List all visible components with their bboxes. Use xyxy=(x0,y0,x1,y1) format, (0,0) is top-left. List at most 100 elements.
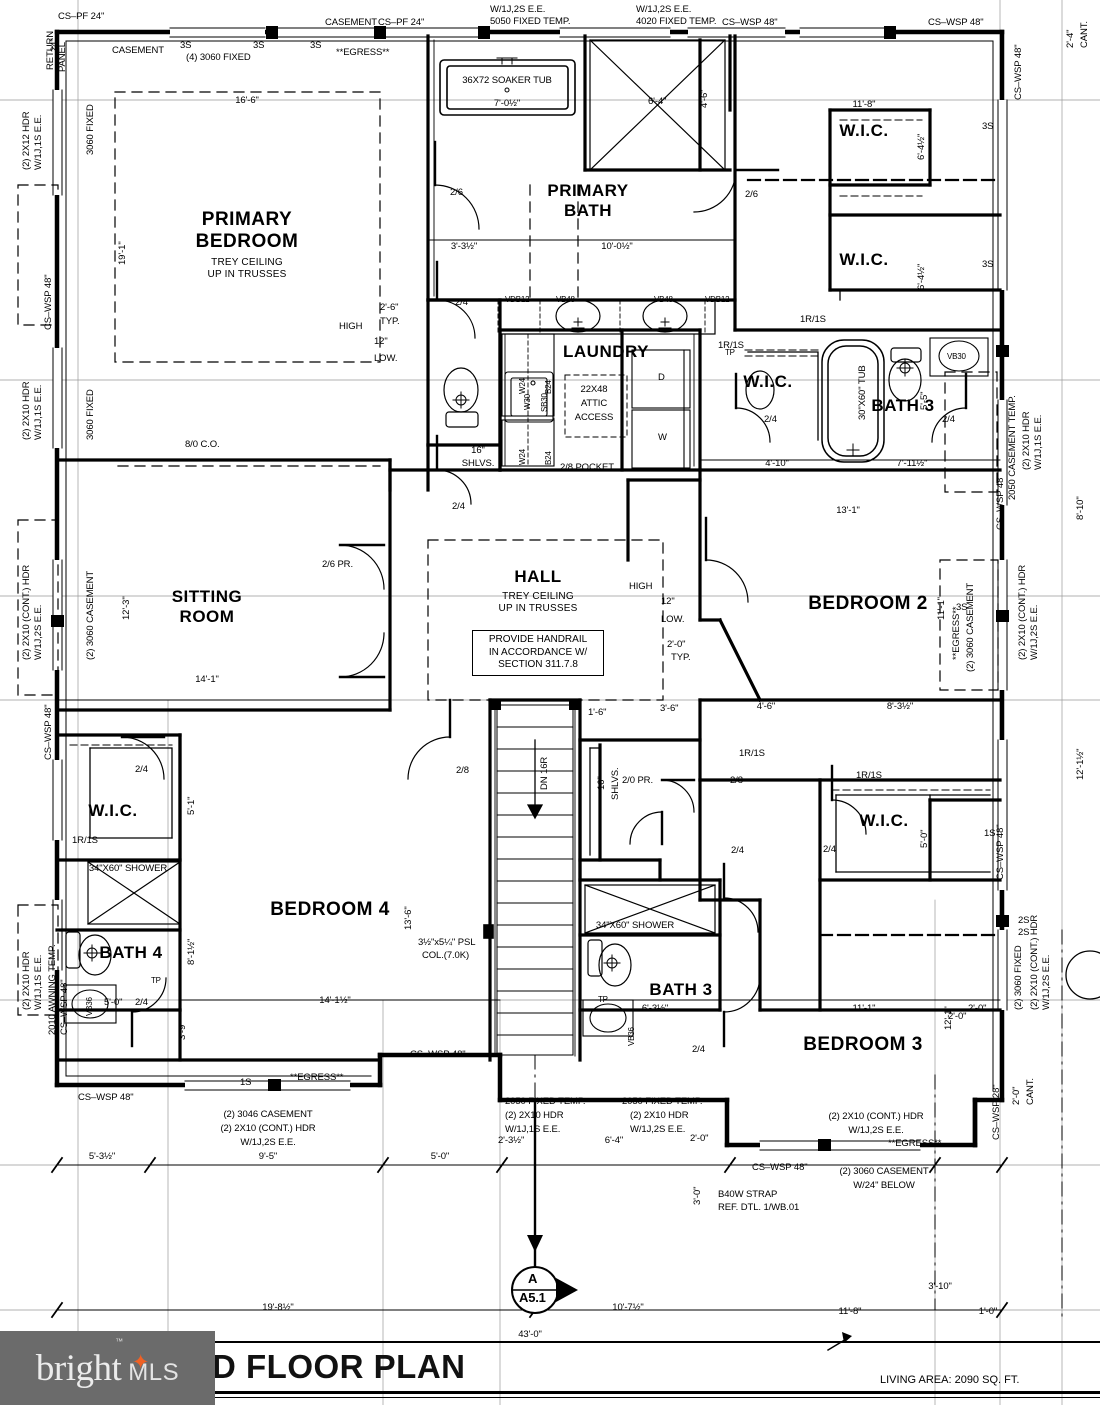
door-tag-hall-bedroom-2: 2/8 xyxy=(730,775,743,786)
header-2x10-r1-ee: W/1J,1S E.E. xyxy=(1033,414,1044,470)
dim-bed3-width: 11'-1" xyxy=(852,1003,876,1014)
dryer-label: D xyxy=(658,372,665,383)
dim-bottom-1-0: 1'-0" xyxy=(978,1306,998,1317)
dim-wic-low-right: 5'-0" xyxy=(919,829,930,848)
dim-stair-1-6: 1'-6" xyxy=(588,707,607,718)
psl-column-label-2: COL.(7.0K) xyxy=(422,950,470,961)
header-2x10-r2-ee: W/1J,2S E.E. xyxy=(1029,604,1040,660)
toilet-paper-label-1: TP xyxy=(598,995,608,1004)
window-tag-2050-fixed-a: 2050 FIXED TEMP. xyxy=(505,1096,586,1107)
window-tag-3s-right-top: 3S xyxy=(982,121,994,132)
psl-column-label-1: 3½"x5¼" PSL xyxy=(418,937,476,948)
dim-stair-3-9: 3'-9" xyxy=(177,1021,188,1040)
dim-12-label-pb: 12" xyxy=(374,336,388,347)
handrail-note-box: PROVIDE HANDRAIL IN ACCORDANCE W/ SECTIO… xyxy=(472,630,604,676)
window-tag-cs-pf-24-a: CS–PF 24" xyxy=(58,11,105,22)
header-2x10-r2: (2) 2X10 (CONT.) HDR xyxy=(1017,564,1028,660)
section-marker-sheet: A5.1 xyxy=(519,1290,546,1305)
window-tag-cs-wsp-48-r3: CS–WSP 48" xyxy=(995,824,1006,880)
header-2x10-bottom-a: (2) 2X10 HDR xyxy=(505,1110,564,1121)
cabinet-w24-top: W24 xyxy=(518,378,527,394)
dim-wic-tr-height: 6'-4½" xyxy=(916,133,927,160)
window-tag-3060-casement-bottom: (2) 3060 CASEMENT xyxy=(839,1166,929,1177)
door-tag-bedroom-4: 2/8 xyxy=(456,765,469,776)
stair-direction-label: DN 16R xyxy=(539,756,550,790)
dim-bed2-height: 11'-1" xyxy=(936,597,947,620)
door-tag-bath-3-upper: 2/4 xyxy=(942,414,955,425)
hall-ceiling-note-1: TREY CEILING xyxy=(502,591,574,602)
hall-ceiling-note-2: UP IN TRUSSES xyxy=(498,603,578,614)
dim-hall-typ: TYP. xyxy=(671,652,691,663)
header-2x10-r3-ee: W/1J,2S E.E. xyxy=(1041,954,1052,1010)
title-rule-bottom-2 xyxy=(212,1397,1100,1398)
dim-stair-3-6: 3'-6" xyxy=(660,703,679,714)
door-tag-primary-bath-left: 2/6 xyxy=(450,187,463,198)
window-tag-2s-2: 2S xyxy=(1018,927,1030,938)
dim-bottom-5-3: 5'-3½" xyxy=(88,1151,116,1162)
strap-note-line-2: REF. DTL. 1/WB.01 xyxy=(718,1202,800,1213)
shelves-16-laundry-2: SHLVS. xyxy=(461,458,495,469)
dim-1r1s-4: 1R/1S xyxy=(72,835,98,846)
shower-34x60-bath3-label: 34"X60" SHOWER xyxy=(595,920,675,931)
window-tag-casement-a: CASEMENT xyxy=(112,45,164,56)
primary-bedroom-ceiling-note-1: TREY CEILING xyxy=(211,257,283,268)
dim-shower-4-6: 4'-6" xyxy=(699,89,710,108)
header-2x10-r3: (2) 2X10 (CONT.) HDR xyxy=(1029,914,1040,1010)
cabinet-vb48-right: VB48 xyxy=(654,295,673,304)
header-2x10-bottom-left-ee: W/1J,2S E.E. xyxy=(240,1137,296,1148)
washer-label: W xyxy=(658,432,667,443)
header-2x12-ee-label: W/1J,1S E.E. xyxy=(33,114,44,170)
title-rule-top xyxy=(212,1341,1100,1343)
window-tag-3s-right-mid: 3S xyxy=(956,602,968,613)
attic-access-line-2: ATTIC xyxy=(580,398,608,409)
cabinet-b24-bottom: B24 xyxy=(544,451,553,465)
cabinet-vdb12-left: VDB12 xyxy=(505,295,530,304)
dim-wic-left-width: 4'-10" xyxy=(765,458,789,469)
room-label-wic-bedroom4: W.I.C. xyxy=(88,801,138,820)
window-tag-5050-fixed: 5050 FIXED TEMP. xyxy=(490,16,571,27)
dim-bottom-19-8: 19'-8½" xyxy=(262,1302,294,1313)
window-tag-3046-casement: (2) 3046 CASEMENT xyxy=(223,1109,313,1120)
header-2x10-l1: (2) 2X10 HDR xyxy=(21,381,32,440)
dim-bath3-lower-width: 6'-3½" xyxy=(641,1003,669,1014)
window-tag-3s-3: 3S xyxy=(310,40,322,51)
window-tag-egress-bottom-left: **EGRESS** xyxy=(290,1072,344,1083)
room-label-wic-laundry: W.I.C. xyxy=(743,372,793,391)
window-tag-casement-b: CASEMENT xyxy=(325,17,377,28)
cabinet-sb30: SB30 xyxy=(540,393,549,412)
cant-label-bottom: 2'-0" xyxy=(1011,1086,1022,1105)
attic-access-line-3: ACCESS xyxy=(574,412,614,423)
window-tag-2010-awning: 2010 AWNING TEMP. xyxy=(47,944,58,1035)
room-label-wic-top-right-2: W.I.C. xyxy=(839,250,889,269)
toilet-paper-label-2: TP xyxy=(725,348,735,357)
cabinet-b24-top: B24 xyxy=(544,380,553,394)
watermark-mls-text: MLS xyxy=(128,1358,180,1386)
strap-note-line-1: B40W STRAP xyxy=(718,1189,778,1200)
dim-1r1s-5: 1R/1S xyxy=(739,748,765,759)
door-tag-sitting-room-pair: 2/6 PR. xyxy=(322,559,353,570)
room-label-wic-bedroom2: W.I.C. xyxy=(859,811,909,830)
window-tag-3s-right-top2: 3S xyxy=(982,259,994,270)
room-label-hall: HALL xyxy=(514,567,562,586)
window-tag-egress-top: **EGRESS** xyxy=(336,47,390,58)
cant-label-top: 2'-4" xyxy=(1065,29,1076,48)
shelves-16-hall-2: SHLVS. xyxy=(610,767,621,801)
dim-primary-bedroom-width: 16'-6" xyxy=(235,95,259,106)
room-label-sitting-room-1: SITTING xyxy=(171,587,243,606)
dim-bed2-4-6: 4'-6" xyxy=(756,701,776,712)
shower-34x60-bath4-label: 34"X60" SHOWER xyxy=(88,863,168,874)
tub-30x60-label: 30"X60" TUB xyxy=(857,365,868,420)
header-2x10-l1-ee: W/1J,1S E.E. xyxy=(33,384,44,440)
dim-bath3-run: 13'-1" xyxy=(836,505,860,516)
dim-bottom-3-0: 3'-0" xyxy=(692,1186,703,1205)
room-label-primary-bedroom: PRIMARY xyxy=(201,209,293,230)
door-tag-primary-bath-vanity: 2/4 xyxy=(455,297,468,308)
header-2x10-l3: (2) 2X10 HDR xyxy=(21,951,32,1010)
room-label-sitting-room-2: ROOM xyxy=(179,607,235,626)
handrail-note-line-1: PROVIDE HANDRAIL xyxy=(488,634,588,645)
dim-right-12-1: 12'-1½" xyxy=(1075,748,1086,780)
window-tag-2050-casement-temp: 2050 CASEMENT TEMP. xyxy=(1007,395,1018,500)
dim-right-8-10: 8'-10" xyxy=(1075,496,1086,520)
header-2x10-r1: (2) 2X10 HDR xyxy=(1021,411,1032,470)
